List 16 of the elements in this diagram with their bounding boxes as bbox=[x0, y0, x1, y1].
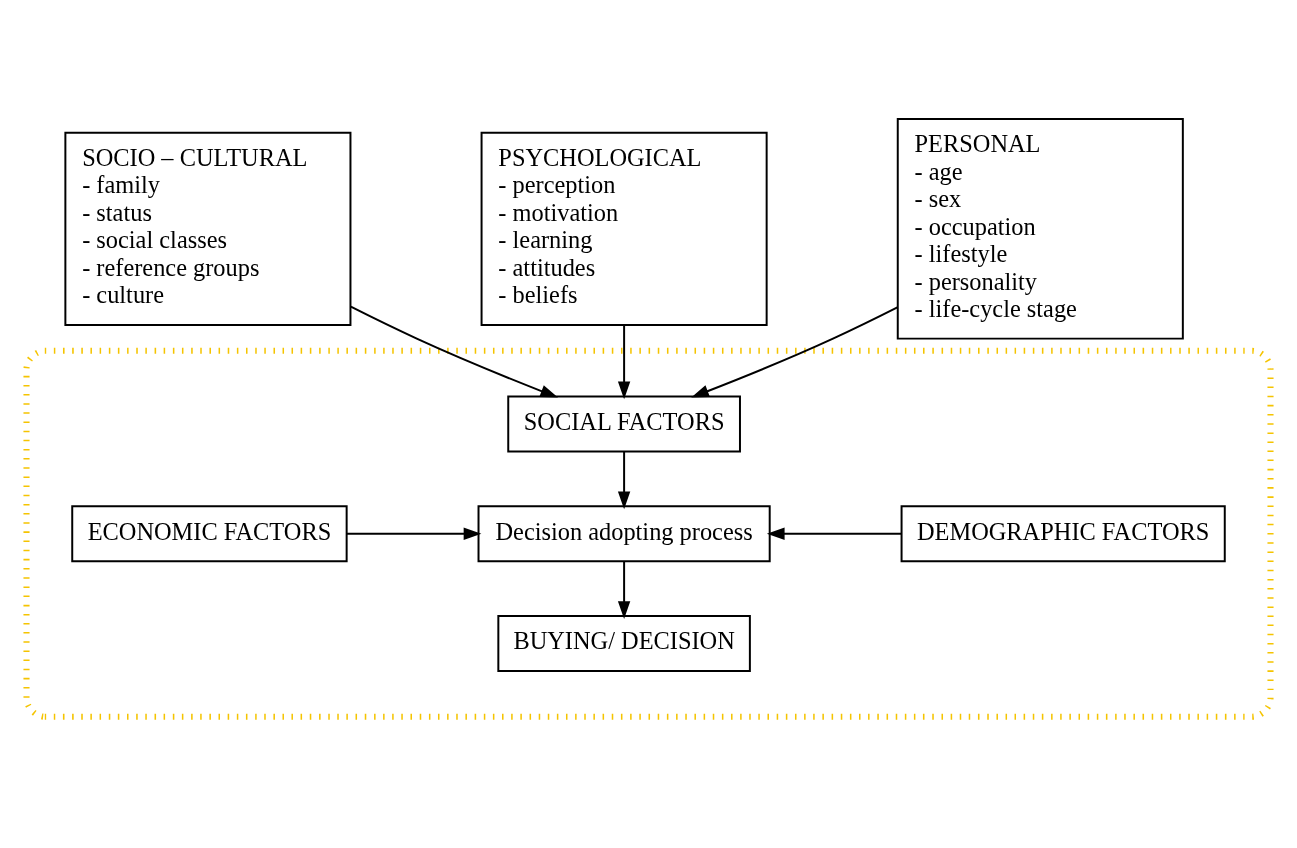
arrow bbox=[349, 305, 559, 398]
node-box: SOCIAL FACTORS bbox=[507, 395, 741, 453]
node-box: DEMOGRAPHIC FACTORS bbox=[900, 505, 1226, 563]
node-box: SOCIO – CULTURAL - family - status - social classes - reference groups - culture bbox=[64, 131, 352, 326]
node-box: BUYING/ DECISION bbox=[497, 615, 751, 672]
arrow bbox=[345, 527, 482, 540]
node-box: ECONOMIC FACTORS bbox=[71, 505, 348, 563]
arrow bbox=[617, 560, 631, 619]
node-box: Decision adopting process bbox=[477, 505, 771, 563]
arrow bbox=[691, 306, 899, 398]
node-box: PSYCHOLOGICAL - perception - motivation - learning - attitudes - beliefs bbox=[480, 131, 768, 326]
cluster bbox=[23, 347, 1274, 720]
arrow bbox=[617, 324, 631, 400]
arrow bbox=[617, 450, 631, 510]
node-box: PERSONAL - age - sex - occupation - lifestyle - personality - life-cycle stage bbox=[896, 118, 1184, 340]
arrow bbox=[766, 527, 903, 540]
